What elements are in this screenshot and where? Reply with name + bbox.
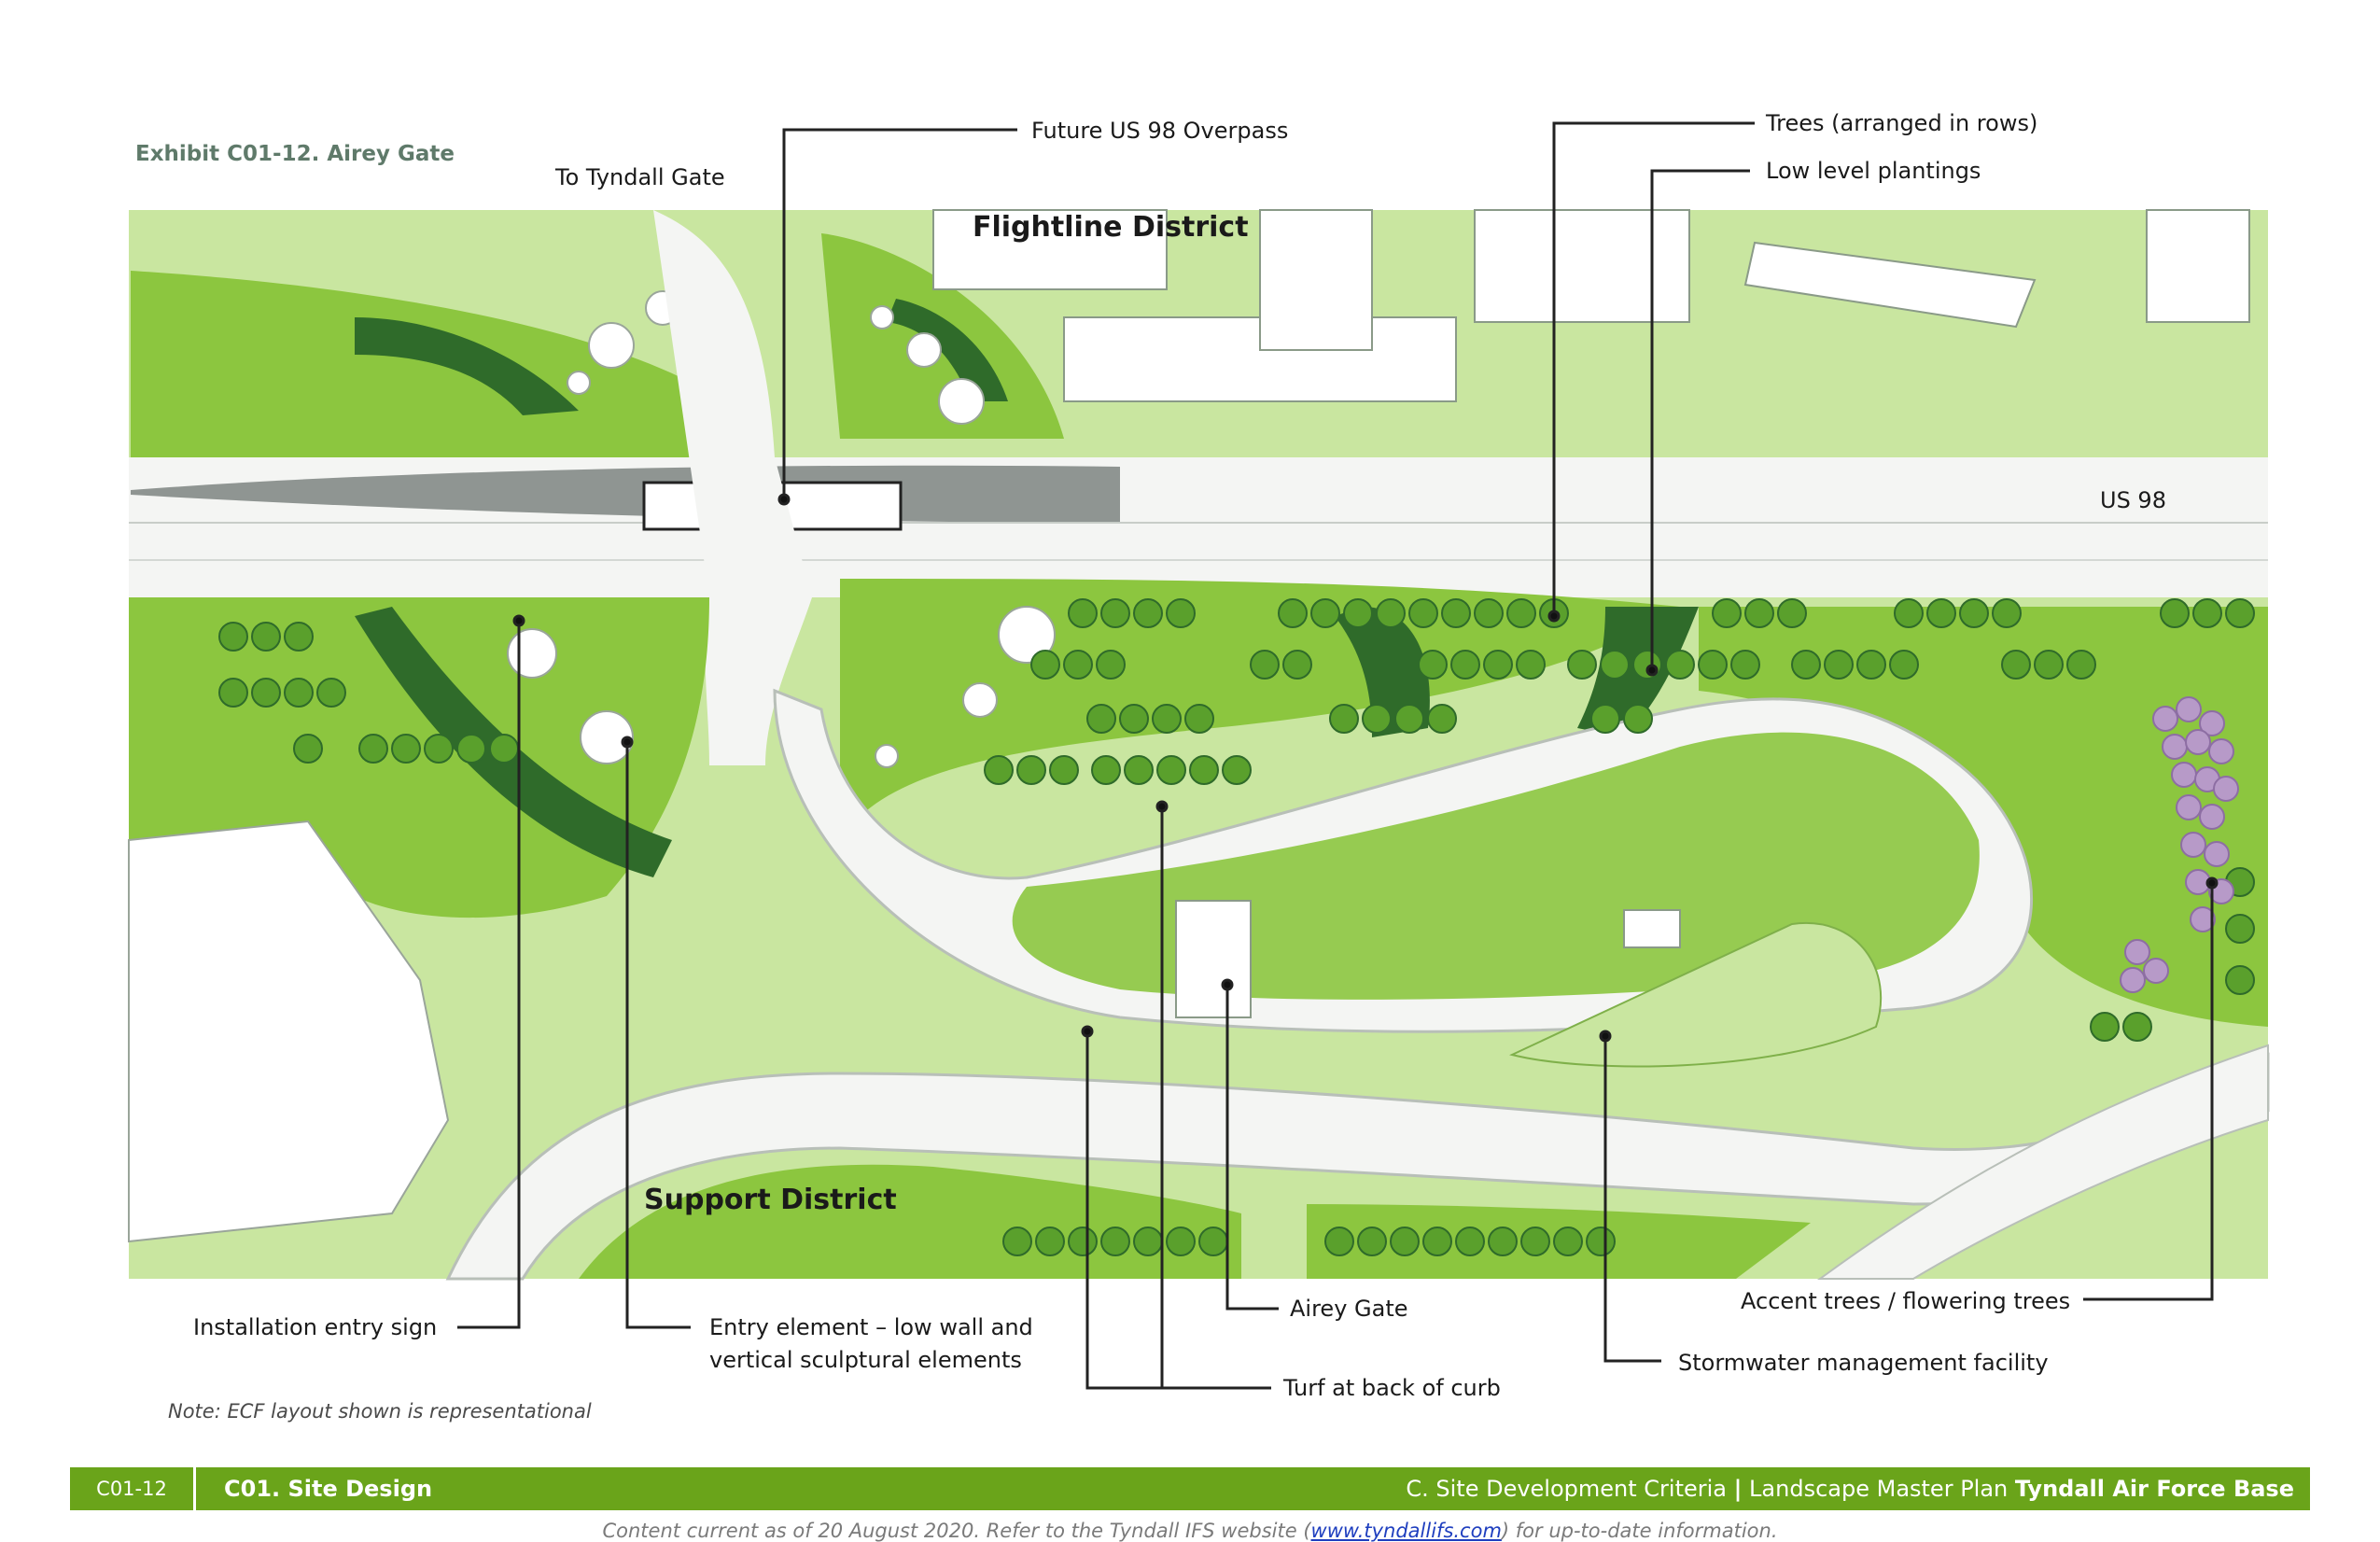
building-north-3	[1259, 209, 1373, 351]
footer-part1: C. Site Development Criteria	[1406, 1476, 1727, 1502]
disclaimer-before: Content current as of 20 August 2020. Re…	[602, 1520, 1311, 1542]
sculpture-north-right	[870, 305, 985, 425]
layout-note: Note: ECF layout shown is representation…	[168, 1400, 592, 1423]
connector-road	[653, 210, 812, 765]
support-district-label: Support District	[644, 1184, 897, 1216]
callout-turf: Turf at back of curb	[1283, 1375, 1501, 1401]
flightline-district-label: Flightline District	[973, 211, 1249, 244]
footer-document-title: C. Site Development Criteria | Landscape…	[1406, 1467, 2294, 1510]
callout-future-overpass: Future US 98 Overpass	[1031, 118, 1289, 144]
north-dark-stripe-1	[355, 317, 579, 415]
gate-house	[1623, 909, 1681, 948]
north-dark-stripe-2	[887, 299, 1008, 401]
callout-low-level: Low level plantings	[1766, 158, 1981, 184]
loop-inner-island	[1012, 732, 1980, 1000]
footer-part-bold: Tyndall Air Force Base	[2014, 1476, 2294, 1502]
tree-rows	[218, 598, 2255, 1256]
exhibit-title: Exhibit C01-12. Airey Gate	[135, 142, 455, 166]
us98-label: US 98	[2100, 487, 2166, 513]
footer-page-code: C01-12	[70, 1467, 196, 1510]
support-building	[128, 820, 450, 1243]
callout-entry-element-2: vertical sculptural elements	[709, 1347, 1022, 1373]
callout-to-tyndall-gate: To Tyndall Gate	[555, 164, 725, 190]
footer-part2: Landscape Master Plan	[1749, 1476, 2009, 1502]
south-dark-arc-1	[355, 607, 672, 877]
building-north-5	[1743, 241, 2037, 329]
building-north-4	[1474, 209, 1690, 323]
footer-separator: |	[1733, 1476, 1743, 1502]
leader-lines	[457, 121, 2219, 1390]
sculpture-south-right	[875, 606, 1056, 768]
callout-installation-sign: Installation entry sign	[193, 1314, 438, 1340]
callout-stormwater: Stormwater management facility	[1678, 1350, 2049, 1376]
disclaimer-after: ) for up-to-date information.	[1501, 1520, 1778, 1542]
callout-trees-rows: Trees (arranged in rows)	[1766, 110, 2038, 136]
footer-bar	[70, 1467, 2310, 1510]
building-north-1	[932, 209, 1168, 290]
callout-airey-gate: Airey Gate	[1290, 1296, 1408, 1322]
gate-canopy	[1175, 900, 1252, 1018]
north-green-left	[131, 271, 709, 467]
callout-accent-trees: Accent trees / flowering trees	[1741, 1288, 2071, 1314]
building-north-6	[2146, 209, 2250, 323]
footer-section-title: C01. Site Design	[224, 1476, 433, 1502]
lower-right-road	[1816, 1044, 2269, 1280]
disclaimer: Content current as of 20 August 2020. Re…	[0, 1520, 2380, 1542]
website-link[interactable]: www.tyndallifs.com	[1310, 1520, 1502, 1542]
callout-entry-element-1: Entry element – low wall and	[709, 1314, 1033, 1340]
